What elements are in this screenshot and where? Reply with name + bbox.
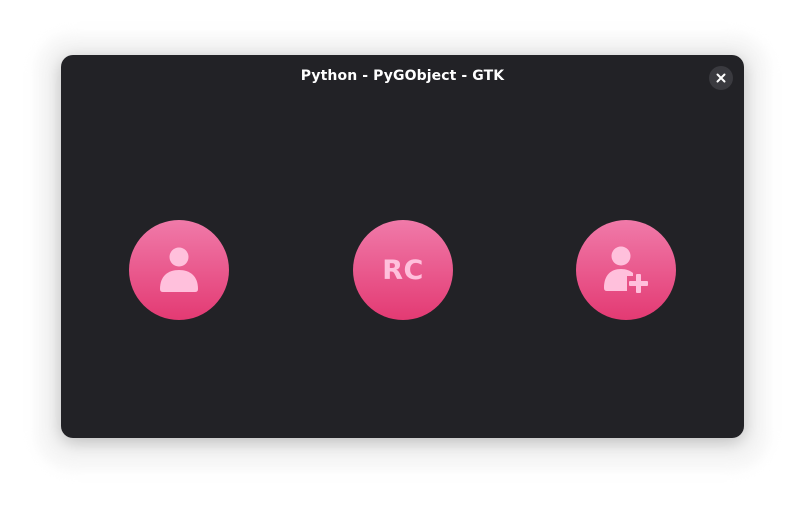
header-bar[interactable]: Python - PyGObject - GTK [61,55,744,101]
avatar-add-user[interactable] [576,220,676,320]
avatar-person[interactable] [129,220,229,320]
close-icon [716,73,726,83]
person-icon [160,247,198,292]
app-window: Python - PyGObject - GTK RC [61,55,744,438]
close-button[interactable] [709,66,733,90]
avatar-initials[interactable]: RC [353,220,453,320]
window-title: Python - PyGObject - GTK [300,68,505,84]
avatar-initials-text: RC [382,254,424,286]
person-add-icon [604,246,648,293]
